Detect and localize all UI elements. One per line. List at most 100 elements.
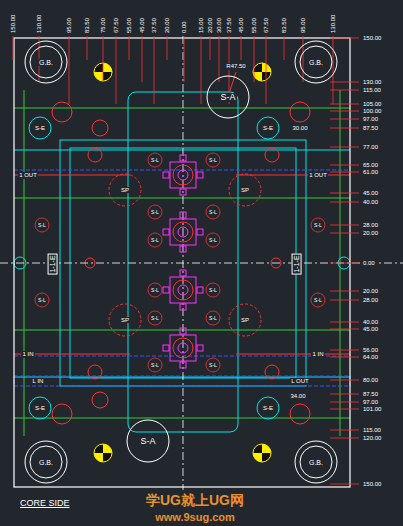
cavity-insert: [163, 172, 169, 178]
dimension-label: 87.50: [362, 391, 379, 398]
dimension-label: 150.00: [362, 481, 382, 488]
hole-circle: [92, 120, 108, 136]
hole-circle-node: SP: [108, 173, 142, 207]
cavity-insert: [170, 277, 196, 303]
dimension-label: 95.00: [300, 17, 307, 34]
plate-outline: [14, 38, 350, 487]
circle-outline: [127, 420, 169, 462]
hole-circle-node: S-A: [206, 75, 250, 119]
dimension-label: 67.50: [263, 17, 270, 34]
leader-line: [330, 225, 359, 226]
dimension-label: 100.00: [362, 108, 382, 115]
part-label: S-L: [150, 237, 160, 243]
leader-line: [330, 263, 359, 264]
cavity-insert: [170, 335, 196, 361]
leader-line: [167, 36, 168, 60]
hole-circle: [265, 365, 279, 379]
leader-line: [330, 350, 359, 351]
dimension-label: 30.00: [291, 125, 308, 132]
leader-line: [148, 283, 162, 297]
hole-circle: [236, 354, 350, 355]
center-line: [183, 36, 184, 490]
leader-line: [13, 36, 359, 484]
leader-line: [303, 36, 304, 82]
dimension-label: 20.00: [207, 17, 214, 34]
hole-circle: [14, 72, 350, 424]
watermark: www.9sug.com: [154, 511, 236, 523]
dimension-label: 150.00: [362, 35, 382, 42]
dimension-label: 45.00: [362, 326, 379, 333]
leader-line: [116, 36, 117, 104]
insert-outline: [14, 150, 350, 151]
part-label: S-L: [208, 315, 218, 321]
dimension-label: 37.50: [226, 17, 233, 34]
part-label: SP: [240, 187, 250, 193]
leader-line: [330, 409, 359, 410]
part-label: S-L: [313, 222, 323, 228]
leader-line: [210, 36, 211, 60]
dimension-label: 61.00: [362, 169, 379, 176]
part-label: G.B.: [38, 59, 54, 66]
leader-line: [129, 36, 130, 60]
cavity-insert: [178, 227, 188, 237]
dimension-label: 97.00: [362, 116, 379, 123]
green-line: [14, 198, 350, 199]
dimension-label: 115.00: [362, 87, 382, 94]
dimension-label: 120.00: [362, 435, 382, 442]
part-label: S-A: [219, 93, 236, 102]
leader-line: [330, 147, 359, 148]
circle-outline: [30, 46, 62, 78]
part-label: S-L: [150, 287, 160, 293]
dimension-label: 0.00: [362, 260, 376, 267]
dimension-label: 28.00: [362, 297, 379, 304]
leader-line: [148, 205, 162, 219]
leader-line: [330, 394, 359, 395]
green-line: [14, 418, 350, 419]
hole-circle: [52, 102, 72, 122]
part-label: SP: [240, 317, 250, 323]
hole-circle-node: S-E: [256, 396, 280, 420]
circle-outline: [257, 117, 279, 139]
part-label: SP: [120, 187, 130, 193]
leader-line: [35, 218, 49, 232]
dimension-label: 87.50: [362, 125, 379, 132]
leader-line: [35, 293, 49, 307]
dimension-label: 64.00: [362, 354, 379, 361]
leader-line: [254, 36, 255, 82]
leader-line: [330, 128, 359, 129]
dimension-label: 1 OUT: [18, 172, 38, 179]
datum-mark: [253, 444, 271, 462]
leader-line: [330, 438, 359, 439]
cooling-line: [14, 376, 350, 386]
dimension-label: 83.50: [281, 17, 288, 34]
leader-line: [69, 36, 70, 104]
dimension-label: 1-1-E: [292, 253, 302, 274]
leader-line: [330, 322, 359, 323]
hole-circle-node: S-E: [28, 116, 52, 140]
part-label: S-L: [37, 222, 47, 228]
hole-circle-node: G.B.: [294, 440, 338, 484]
dimension-label: 150.00: [10, 14, 17, 34]
leader-line: [148, 233, 162, 247]
leader-line: [333, 36, 334, 104]
hole-circle: [88, 365, 102, 379]
dimension-label: 83.50: [84, 17, 91, 34]
leader-line: [330, 172, 359, 173]
hole-circle: [236, 175, 350, 176]
dimension-label: 20.00: [362, 288, 379, 295]
cavity-insert: [163, 287, 169, 293]
part-label: S-L: [150, 157, 160, 163]
center-line: [0, 36, 403, 490]
leader-line: [206, 283, 220, 297]
leader-line: [206, 311, 220, 325]
cavity-insert: [197, 287, 203, 293]
dimension-label: 0.00: [181, 20, 188, 34]
dimension-label: 115.00: [362, 427, 382, 434]
leader-line: [206, 153, 220, 167]
dimension-label: 97.00: [362, 399, 379, 406]
dimension-label: L OUT: [290, 378, 309, 385]
cavity-insert: [180, 270, 186, 276]
leader-line: [266, 36, 267, 104]
part-label: S-L: [150, 362, 160, 368]
cavity-insert: [180, 304, 186, 310]
